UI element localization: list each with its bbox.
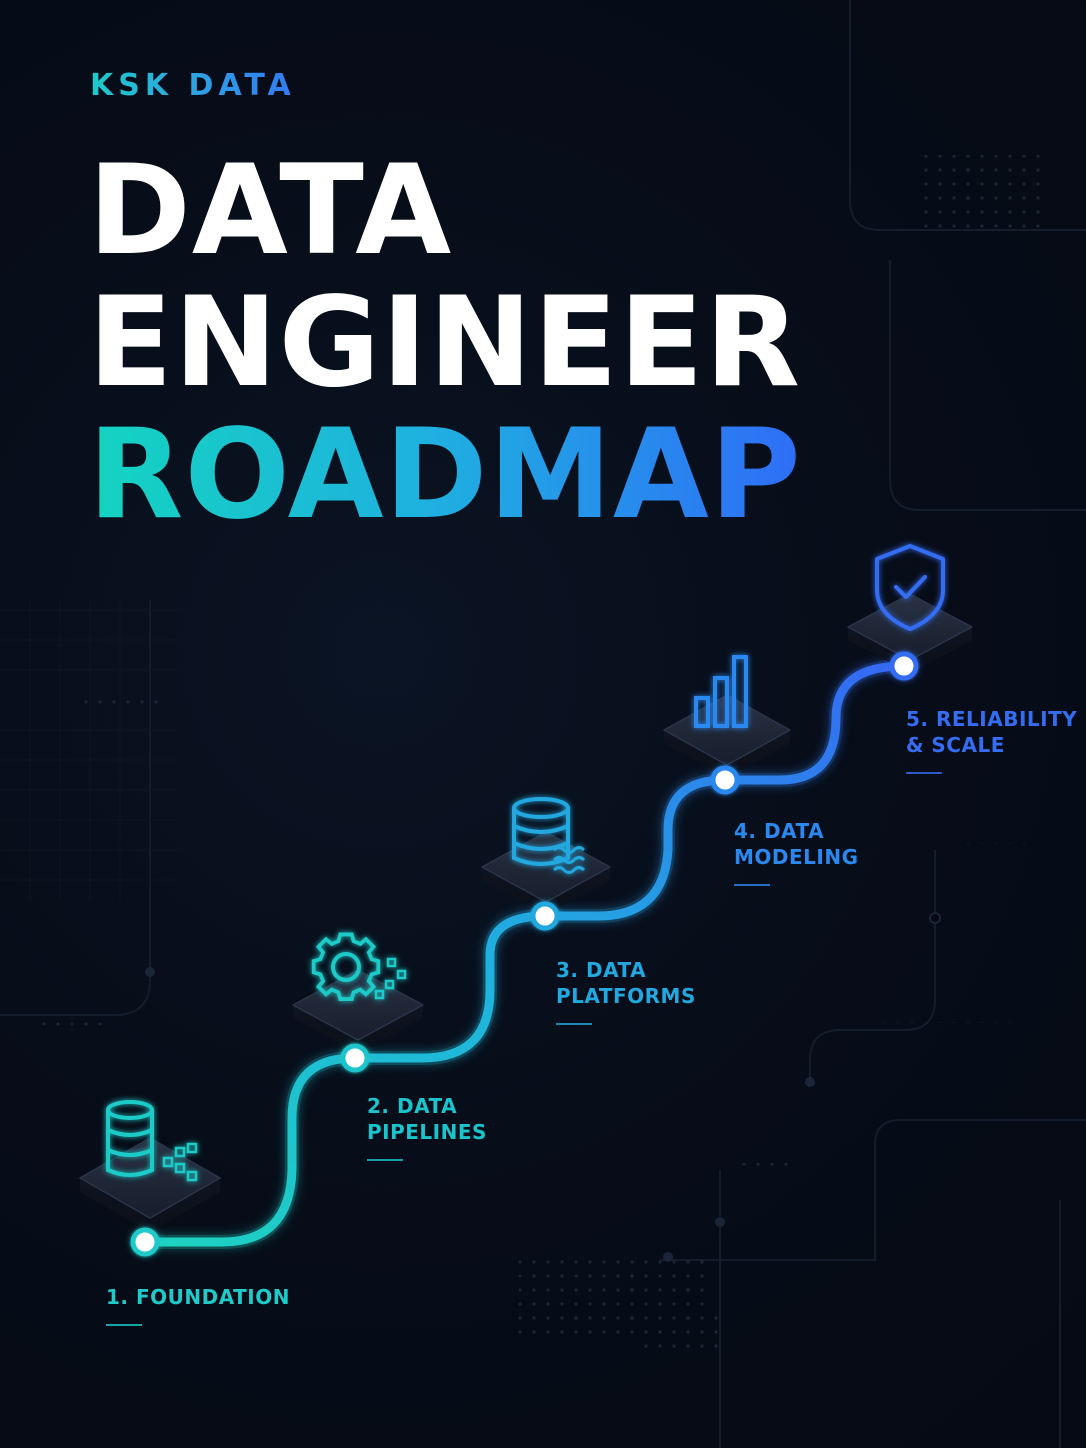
roadmap-path-glow — [138, 659, 911, 1249]
background-grid — [0, 600, 180, 900]
step-label-5: 5. RELIABILITY & SCALE — [906, 706, 1077, 774]
background-dot-clusters — [40, 155, 1045, 1350]
milestone-node-1 — [129, 1226, 161, 1258]
shield-check-icon — [875, 544, 945, 631]
milestone-node-3 — [529, 900, 561, 932]
title-line-data: DATA — [88, 139, 453, 283]
step-label-3-underline — [556, 1023, 592, 1025]
poster-title: DATA ENGINEER ROADMAP — [88, 145, 802, 541]
database-with-data-blocks-icon — [106, 1100, 198, 1182]
step-2-platform — [292, 969, 424, 1053]
step-label-1-underline — [106, 1324, 142, 1326]
background-circuit-nodes — [145, 912, 941, 1262]
step-label-5-line1: 5. RELIABILITY — [906, 707, 1078, 731]
title-line-engineer: ENGINEER — [88, 271, 802, 415]
brand-label: KSK DATA — [90, 68, 296, 103]
milestone-node-2 — [339, 1042, 371, 1074]
step-label-1-line1: 1. FOUNDATION — [106, 1285, 290, 1309]
step-label-5-line2: & SCALE — [906, 733, 1005, 757]
step-label-3-line2: PLATFORMS — [556, 984, 696, 1008]
milestone-node-4 — [709, 764, 741, 796]
gear-with-data-blocks-icon — [311, 932, 407, 1001]
roadmap-path — [140, 661, 909, 1247]
step-label-3-line1: 3. DATA — [556, 958, 647, 982]
step-label-5-underline — [906, 772, 942, 774]
step-label-2: 2. DATA PIPELINES — [367, 1093, 487, 1161]
step-label-2-line2: PIPELINES — [367, 1120, 487, 1144]
step-label-4-line1: 4. DATA — [734, 819, 825, 843]
step-label-2-line1: 2. DATA — [367, 1094, 458, 1118]
step-label-1: 1. FOUNDATION — [106, 1284, 290, 1326]
milestone-node-5 — [888, 650, 920, 682]
bar-chart-icon — [694, 655, 748, 728]
step-label-4-line2: MODELING — [734, 845, 859, 869]
database-with-waves-icon — [512, 797, 586, 874]
step-label-4-underline — [734, 884, 770, 886]
step-1-platform — [79, 1137, 221, 1232]
step-label-3: 3. DATA PLATFORMS — [556, 957, 696, 1025]
step-label-4: 4. DATA MODELING — [734, 818, 859, 886]
step-label-2-underline — [367, 1159, 403, 1161]
title-line-roadmap: ROADMAP — [88, 403, 802, 547]
